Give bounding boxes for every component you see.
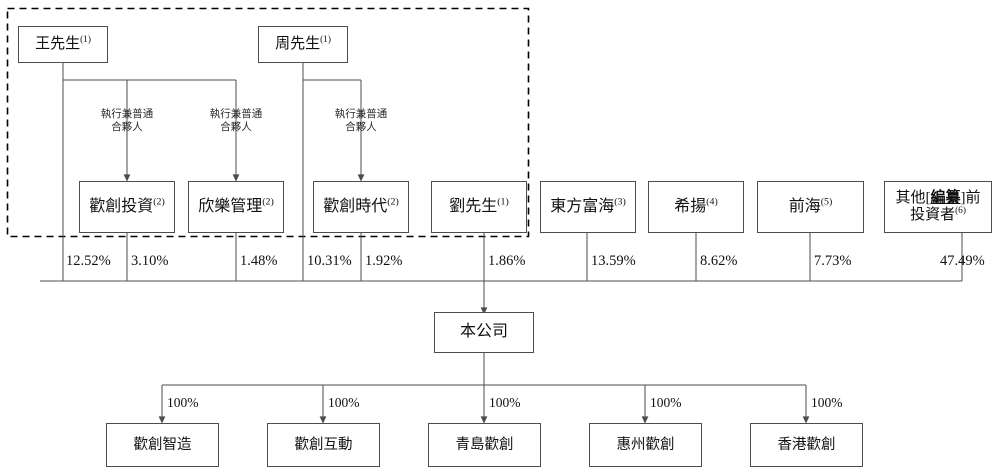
role-label-wang-xinle-management: 執行兼普通 合夥人: [186, 108, 286, 134]
pct-label-other-pre-ipo: 47.49%: [940, 253, 985, 269]
role-label-line1: 執行兼普通: [100, 109, 154, 120]
node-xiyang[interactable]: 希揚(4): [648, 181, 744, 233]
node-huanchuang-investment[interactable]: 歡創投資(2): [79, 181, 175, 233]
node-xinle-management[interactable]: 欣樂管理(2): [188, 181, 284, 233]
pct-label-xinle-management: 1.48%: [240, 253, 278, 269]
node-mr-zhou[interactable]: 周先生(1): [258, 26, 348, 63]
node-mr-zhou-label: 周先生: [275, 35, 321, 52]
node-huizhou-huanchuang-label: 惠州歡創: [616, 436, 675, 453]
role-label-line1: 執行兼普通: [334, 109, 388, 120]
node-other-pre-ipo-prefix: 其他[: [895, 189, 931, 206]
node-xiyang-footnote: (4): [706, 196, 718, 208]
node-huanchuang-hudong[interactable]: 歡創互動: [267, 423, 380, 467]
node-huanchuang-times-footnote: (2): [387, 196, 399, 208]
pct-label-mr-zhou: 10.31%: [307, 253, 352, 269]
node-dongfang-fuhai-label: 東方富海: [550, 197, 615, 215]
node-qianhai[interactable]: 前海(5): [757, 181, 864, 233]
pct-label-dongfang-fuhai: 13.59%: [591, 253, 636, 269]
pct-label-xiyang: 8.62%: [700, 253, 738, 269]
pct-label-qingdao-huanchuang: 100%: [489, 395, 521, 410]
node-huizhou-huanchuang[interactable]: 惠州歡創: [589, 423, 702, 467]
role-label-zhou-huanchuang-times: 執行兼普通 合夥人: [311, 108, 411, 134]
node-other-pre-ipo-edit-marker: 編纂: [930, 189, 961, 206]
pct-label-huanchuang-times: 1.92%: [365, 253, 403, 269]
pct-label-mr-liu: 1.86%: [488, 253, 526, 269]
node-huanchuang-hudong-label: 歡創互動: [294, 436, 353, 453]
node-dongfang-fuhai[interactable]: 東方富海(3): [540, 181, 636, 233]
node-the-company[interactable]: 本公司: [434, 312, 534, 353]
node-the-company-label: 本公司: [459, 323, 508, 341]
role-label-line2: 合夥人: [111, 122, 143, 134]
node-mr-wang[interactable]: 王先生(1): [18, 26, 108, 63]
pct-label-huanchuang-zhizao: 100%: [167, 395, 199, 410]
pct-label-huanchuang-investment: 3.10%: [131, 253, 169, 269]
node-mr-zhou-footnote: (1): [320, 34, 331, 45]
node-qingdao-huanchuang-label: 青島歡創: [455, 436, 514, 453]
node-other-pre-ipo-footnote: (6): [955, 206, 966, 216]
node-huanchuang-investment-footnote: (2): [153, 196, 165, 208]
pct-label-qianhai: 7.73%: [814, 253, 852, 269]
node-huanchuang-zhizao-label: 歡創智造: [133, 436, 192, 453]
node-mr-wang-footnote: (1): [80, 34, 91, 45]
node-other-pre-ipo-line2: 投資者: [910, 207, 956, 223]
node-mr-liu[interactable]: 劉先生(1): [431, 181, 527, 233]
node-huanchuang-investment-label: 歡創投資: [89, 197, 154, 215]
node-qianhai-footnote: (5): [820, 196, 833, 208]
concert-party-dashed-group: [6, 7, 530, 238]
node-xinle-management-label: 欣樂管理: [198, 197, 263, 215]
node-dongfang-fuhai-footnote: (3): [614, 196, 626, 208]
role-label-line2: 合夥人: [220, 122, 252, 134]
node-mr-wang-label: 王先生: [35, 35, 81, 52]
node-mr-liu-footnote: (1): [497, 196, 509, 208]
node-hongkong-huanchuang[interactable]: 香港歡創: [750, 423, 863, 467]
node-xinle-management-footnote: (2): [262, 196, 274, 208]
node-other-pre-ipo-suffix: ]前: [960, 189, 981, 206]
node-xiyang-label: 希揚: [674, 197, 707, 215]
role-label-wang-huanchuang-investment: 執行兼普通 合夥人: [77, 108, 177, 134]
pct-label-huanchuang-hudong: 100%: [328, 395, 360, 410]
node-other-pre-ipo-investors[interactable]: 其他[編纂]前投資者(6): [884, 181, 992, 233]
pct-label-mr-wang: 12.52%: [66, 253, 111, 269]
role-label-line1: 執行兼普通: [209, 109, 263, 120]
pct-label-hongkong-huanchuang: 100%: [811, 395, 843, 410]
node-huanchuang-times-label: 歡創時代: [323, 197, 388, 215]
pct-label-huizhou-huanchuang: 100%: [650, 395, 682, 410]
node-mr-liu-label: 劉先生: [449, 197, 498, 215]
node-qingdao-huanchuang[interactable]: 青島歡創: [428, 423, 541, 467]
node-hongkong-huanchuang-label: 香港歡創: [777, 436, 836, 453]
role-label-line2: 合夥人: [345, 122, 377, 134]
node-huanchuang-zhizao[interactable]: 歡創智造: [106, 423, 219, 467]
node-qianhai-label: 前海: [788, 197, 821, 215]
node-huanchuang-times[interactable]: 歡創時代(2): [313, 181, 409, 233]
